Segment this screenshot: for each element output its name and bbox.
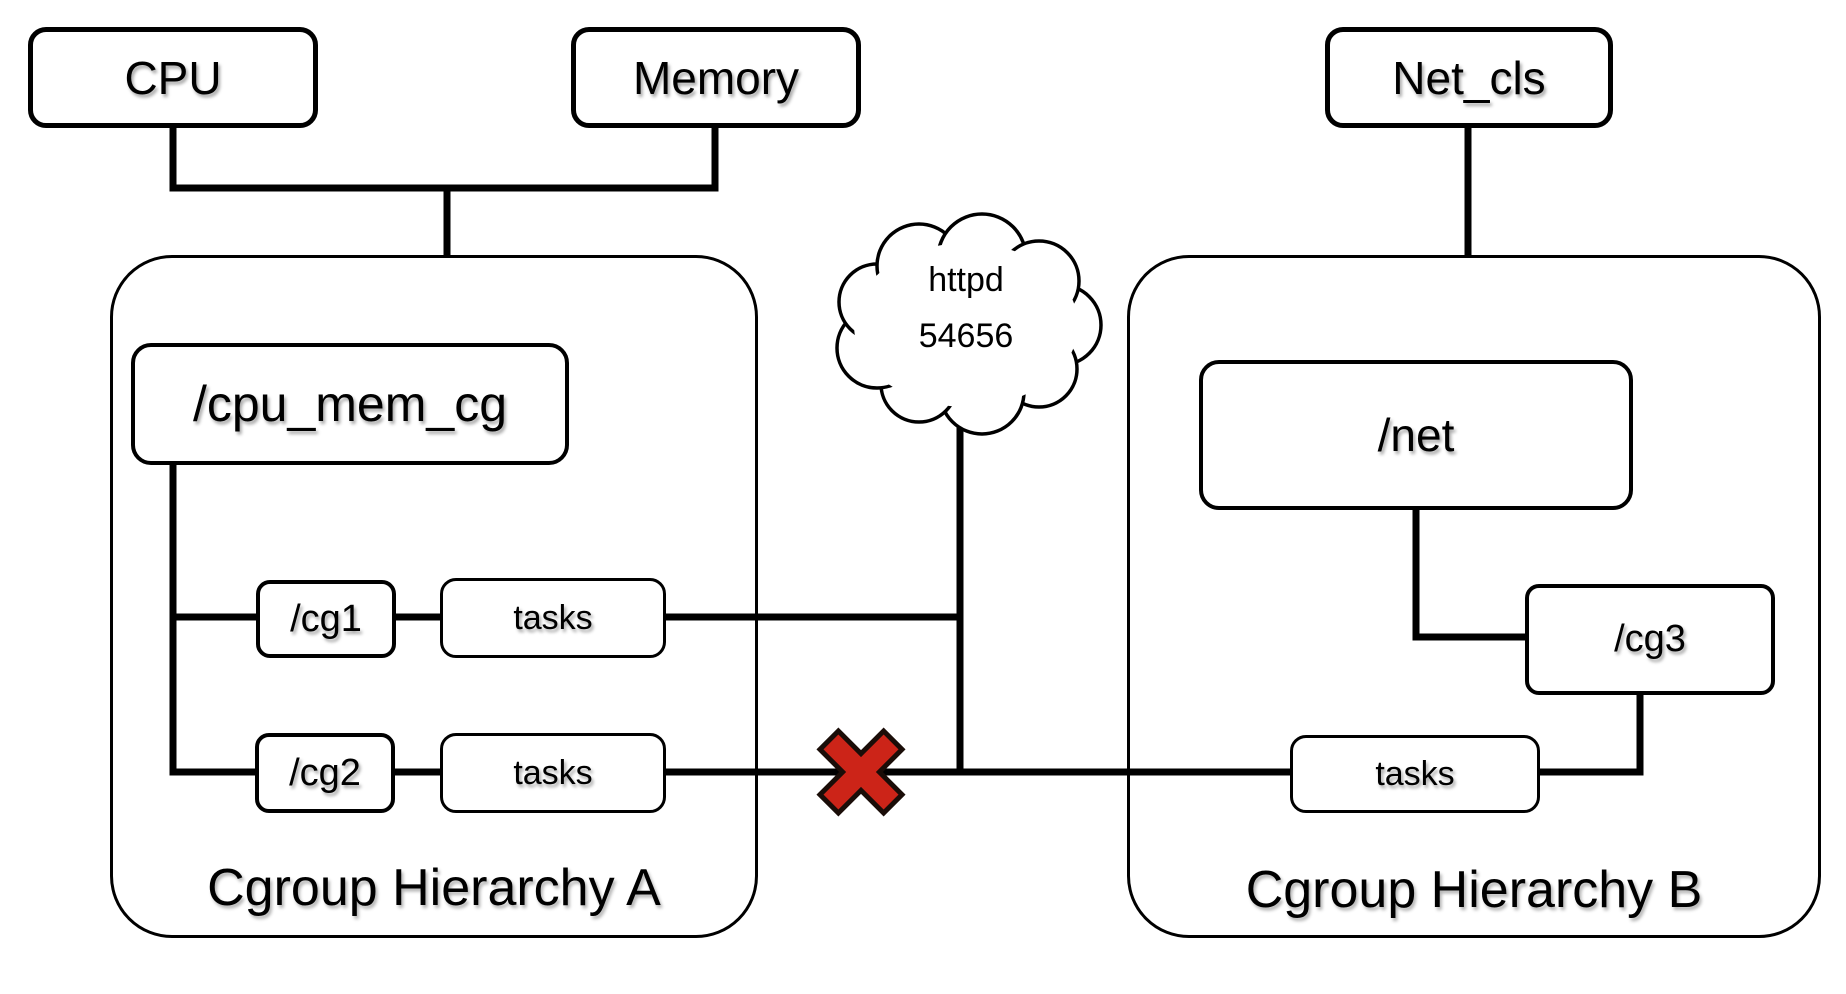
netcls-controller-label: Net_cls xyxy=(1392,51,1546,104)
cg2-tasks-box: tasks xyxy=(440,733,666,813)
cpu-controller-label: CPU xyxy=(124,51,222,104)
memory-controller-label: Memory xyxy=(632,51,800,104)
hierarchy-b-title: Cgroup Hierarchy B xyxy=(1245,861,1703,919)
cg3-label: /cg3 xyxy=(1614,618,1686,660)
cg1-box: /cg1 xyxy=(256,580,396,658)
net-root-label: /net xyxy=(1377,409,1455,461)
cg1-tasks-label: tasks xyxy=(513,598,593,637)
net-root-box: /net xyxy=(1199,360,1633,510)
cpu-memory-bus-line xyxy=(169,128,719,192)
process-name-label: httpd xyxy=(928,261,1004,299)
cg2-tasks-label: tasks xyxy=(513,753,593,792)
cpu-mem-cg-root-label: /cpu_mem_cg xyxy=(192,376,508,432)
netcls-controller-box: Net_cls xyxy=(1325,27,1613,128)
cg2-label: /cg2 xyxy=(289,751,361,794)
cg3-box: /cg3 xyxy=(1525,584,1775,695)
cg1-label: /cg1 xyxy=(290,597,362,640)
blocked-cross-icon xyxy=(816,727,906,817)
cg3-tasks-label: tasks xyxy=(1375,754,1455,793)
cpu-controller-box: CPU xyxy=(28,27,318,128)
hierarchy-a-container xyxy=(110,255,758,938)
cg3-tasks-box: tasks xyxy=(1290,735,1540,813)
memory-controller-box: Memory xyxy=(571,27,861,128)
hierarchy-a-title: Cgroup Hierarchy A xyxy=(207,859,661,917)
cg1-tasks-box: tasks xyxy=(440,578,666,658)
cg2-box: /cg2 xyxy=(255,733,395,813)
process-pid-label: 54656 xyxy=(918,317,1014,355)
cpu-mem-cg-root-box: /cpu_mem_cg xyxy=(131,343,569,465)
hierarchy-b-container xyxy=(1127,255,1821,938)
httpd-process-cloud-text: httpd 54656 xyxy=(876,252,1056,364)
